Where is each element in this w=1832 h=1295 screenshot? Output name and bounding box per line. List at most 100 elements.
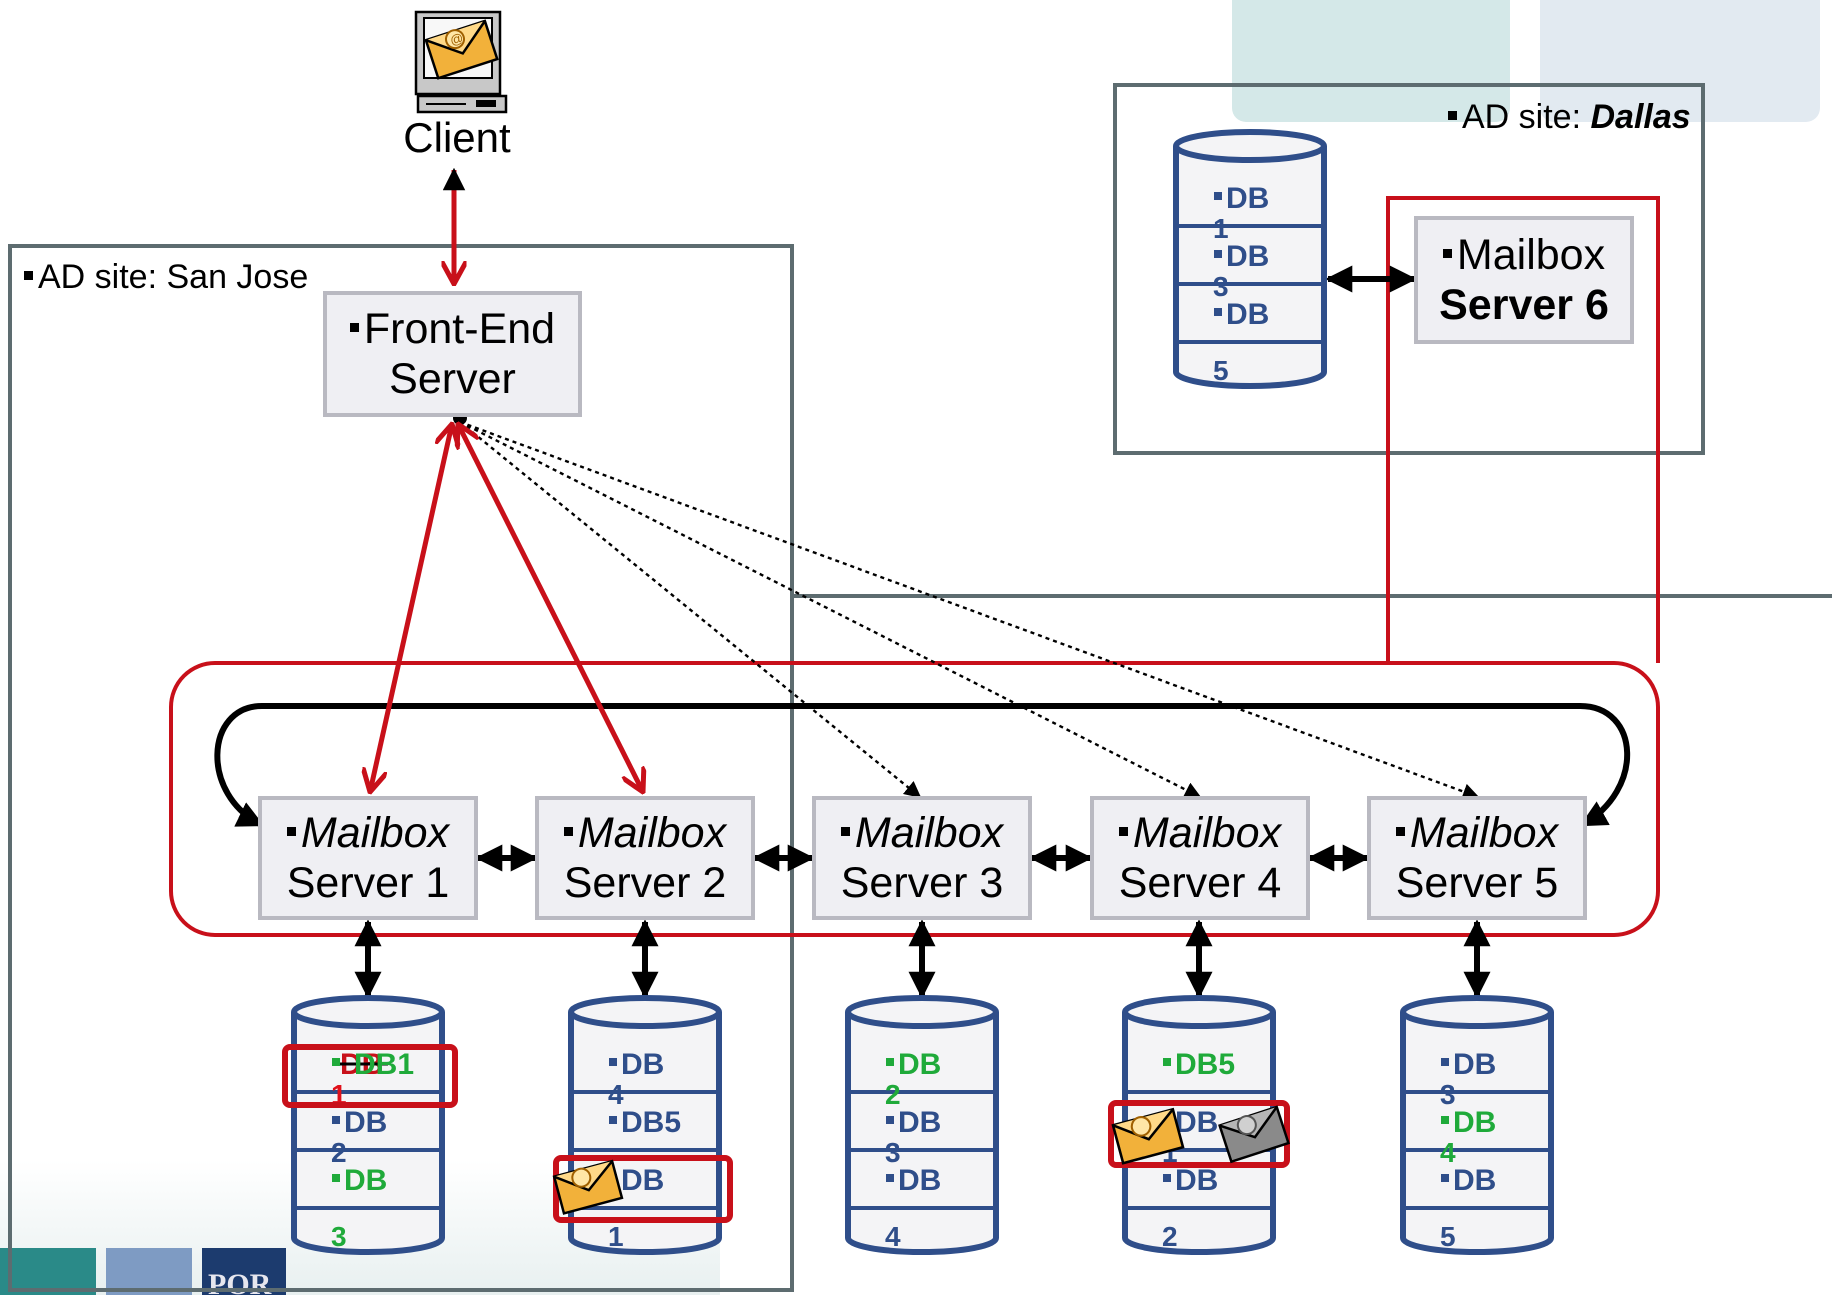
mailbox-line1-wrap: Mailbox bbox=[286, 808, 449, 858]
db-row-label: DB bbox=[621, 1164, 664, 1197]
db-row-bullet bbox=[886, 1058, 894, 1066]
mailbox-server-2[interactable]: Mailbox Server 2 bbox=[535, 796, 755, 920]
mailbox-line1: Mailbox bbox=[1456, 231, 1606, 279]
bullet-icon bbox=[840, 827, 850, 837]
mailbox-line1-wrap: Mailbox bbox=[1395, 808, 1559, 858]
db-row-label: DB bbox=[344, 1106, 387, 1139]
bg-deco-tile-3: POR bbox=[202, 1248, 286, 1295]
db-row-bullet bbox=[1214, 192, 1222, 200]
cylinder-top bbox=[568, 995, 722, 1029]
mailbox-line1-wrap: Mailbox bbox=[563, 808, 727, 858]
site-label-city: Dallas bbox=[1590, 98, 1691, 136]
db-row-bullet bbox=[886, 1174, 894, 1182]
envelope-gray-icon bbox=[1218, 1105, 1291, 1164]
db-row-label: DB1 bbox=[354, 1048, 414, 1081]
bullet-icon bbox=[1118, 827, 1128, 837]
bg-deco-tile-1 bbox=[0, 1248, 96, 1295]
svg-text:@: @ bbox=[448, 30, 465, 48]
db-row-number: 3 bbox=[885, 1137, 901, 1168]
db-row-bullet bbox=[1441, 1058, 1449, 1066]
db-row-number: 3 bbox=[1440, 1079, 1456, 1110]
db-row-bullet bbox=[609, 1116, 617, 1124]
fe-to-server3-dotted bbox=[459, 421, 922, 799]
db-row-label: DB bbox=[1175, 1164, 1218, 1197]
mailbox-line2: Server 6 bbox=[1439, 281, 1609, 329]
mailbox-line2: Server 1 bbox=[286, 859, 450, 907]
db-row-number: 3 bbox=[331, 1221, 347, 1252]
bullet-icon bbox=[286, 827, 296, 837]
db-row-bullet bbox=[1163, 1174, 1171, 1182]
db2-active-row-highlight bbox=[553, 1155, 733, 1223]
mailbox-line2: Server 5 bbox=[1395, 859, 1559, 907]
mailbox-line1: Mailbox bbox=[577, 809, 727, 857]
db-row-number: 1 bbox=[1213, 213, 1229, 244]
db-row-number: 2 bbox=[885, 1079, 901, 1110]
site-label-prefix: AD site: bbox=[1462, 98, 1591, 136]
front-end-line1: Front-End bbox=[363, 305, 556, 353]
mailbox-line2: Server 2 bbox=[563, 859, 727, 907]
bullet-icon bbox=[1442, 249, 1452, 259]
envelope-orange-icon bbox=[1111, 1107, 1185, 1165]
bg-deco-block-2 bbox=[1540, 0, 1820, 122]
mailbox-server-3[interactable]: Mailbox Server 3 bbox=[812, 796, 1032, 920]
mailbox-server-1[interactable]: Mailbox Server 1 bbox=[258, 796, 478, 920]
db-row-number: 4 bbox=[608, 1079, 624, 1110]
bullet-icon bbox=[563, 827, 573, 837]
envelope-orange-icon bbox=[552, 1159, 624, 1215]
db-row-bullet bbox=[609, 1058, 617, 1066]
cylinder-body bbox=[1173, 146, 1327, 389]
fe-to-server4-dotted bbox=[459, 420, 1202, 799]
db-row-number: 2 bbox=[331, 1137, 347, 1168]
fe-to-server5-dotted bbox=[459, 420, 1480, 800]
db-row-label: DB5 bbox=[1175, 1048, 1235, 1081]
client-label: Client bbox=[403, 114, 511, 161]
db-row-bullet bbox=[332, 1174, 340, 1182]
cylinder-body bbox=[291, 1012, 445, 1255]
db4-active-row-highlight bbox=[1108, 1100, 1290, 1168]
db-row-label: DB bbox=[898, 1048, 941, 1081]
mailbox-line1: Mailbox bbox=[1409, 809, 1559, 857]
db-row-label: DB bbox=[1453, 1164, 1496, 1197]
db-row-bullet bbox=[886, 1116, 894, 1124]
mailbox-line1-wrap: Mailbox bbox=[1442, 230, 1606, 280]
mailbox-server-5[interactable]: Mailbox Server 5 bbox=[1367, 796, 1587, 920]
db-row-number: 4 bbox=[1440, 1137, 1456, 1168]
site-label-dallas: AD site: Dallas bbox=[1448, 98, 1691, 137]
site-label-san-jose: AD site: San Jose bbox=[24, 258, 308, 297]
cylinder-top bbox=[1122, 995, 1276, 1029]
cylinder-top bbox=[845, 995, 999, 1029]
db-row-bullet bbox=[1163, 1058, 1171, 1066]
db-row-number: 4 bbox=[885, 1221, 901, 1252]
bg-deco-tile-2 bbox=[106, 1248, 192, 1295]
mailbox-server-4[interactable]: Mailbox Server 4 bbox=[1090, 796, 1310, 920]
bullet-icon bbox=[1395, 827, 1405, 837]
db-row-number: 3 bbox=[1213, 271, 1229, 302]
db-row-label: DB bbox=[1453, 1106, 1496, 1139]
mailbox-line1-wrap: Mailbox bbox=[840, 808, 1003, 858]
db-row-bullet bbox=[1441, 1116, 1449, 1124]
db-row-number: 5 bbox=[1213, 355, 1229, 386]
cylinder-body bbox=[1122, 1012, 1276, 1255]
db-row-label: DB bbox=[621, 1048, 664, 1081]
site-frame-san-jose bbox=[8, 244, 794, 1292]
cylinder-top bbox=[1173, 129, 1327, 163]
cluster-loop-arrow bbox=[214, 703, 1631, 828]
mailbox-line2: Server 4 bbox=[1118, 859, 1282, 907]
mailbox-server-6[interactable]: Mailbox Server 6 bbox=[1414, 216, 1634, 344]
db-row-label: DB bbox=[1453, 1048, 1496, 1081]
bullet-icon bbox=[24, 270, 33, 280]
site-frame-dallas bbox=[1113, 83, 1705, 455]
db-row-bullet bbox=[1214, 308, 1222, 316]
fe-to-server2-arrow bbox=[458, 424, 643, 792]
db-row-number: 5 bbox=[1440, 1221, 1456, 1252]
front-end-line2: Server bbox=[389, 355, 516, 403]
server6-red-link bbox=[1386, 196, 1660, 663]
db-row-number: 1 bbox=[608, 1221, 624, 1252]
db-row-label: DB5 bbox=[621, 1106, 681, 1139]
front-end-server[interactable]: Front-End Server bbox=[323, 291, 582, 417]
cylinder-top bbox=[1400, 995, 1554, 1029]
fe-to-server1-arrow bbox=[370, 424, 452, 792]
